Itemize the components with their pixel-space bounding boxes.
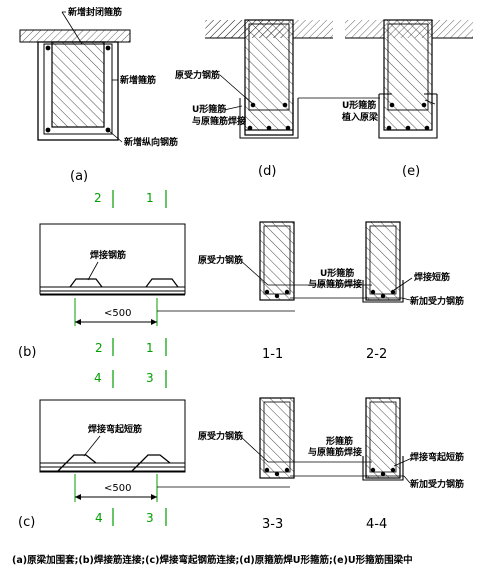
bent-bar-left	[57, 454, 97, 472]
label-weld-bent-bar-c: 焊接弯起短筋	[88, 423, 142, 435]
panel-a-label: (a)	[70, 169, 88, 184]
label-orig-main-bar-d: 原受力钢筋	[175, 69, 220, 81]
label-weld-short-bar-22: 焊接短筋	[414, 271, 450, 283]
label-new-longitudinal-bar: 新增纵向钢筋	[124, 136, 178, 148]
label-u-stirrup-weld-22: U形箍筋 与原箍筋焊接	[308, 267, 362, 290]
section-2-2-beam	[365, 221, 401, 301]
section-title-3-3: 3-3	[262, 517, 283, 532]
section-mark-3-top: 3	[146, 371, 154, 385]
section-title-1-1: 1-1	[262, 347, 283, 362]
section-mark-2-top: 2	[94, 191, 102, 205]
label-orig-main-bar-44: 原受力钢筋	[198, 430, 243, 442]
panel-d-label: (d)	[258, 164, 276, 179]
slab-a	[19, 29, 131, 43]
label-new-stirrup: 新增箍筋	[120, 74, 156, 86]
dimension-c: <500	[104, 483, 131, 494]
weld-bar-left	[69, 278, 103, 288]
original-beam-d	[244, 19, 294, 131]
bar-dot	[45, 127, 51, 133]
bent-bar-right	[131, 454, 171, 472]
section-1-1-beam	[259, 221, 295, 301]
section-title-4-4: 4-4	[366, 517, 387, 532]
sections-3-4: 原受力钢筋 形箍筋 与原箍筋焊接 焊接弯起短筋 新加受力钢筋 3-3 4-4	[198, 397, 464, 532]
figure-caption: (a)原梁加围套;(b)焊接筋连接;(c)焊接弯起钢筋连接;(d)原箍筋焊U形箍…	[12, 554, 413, 566]
label-u-stirrup-weld-d: U形箍筋 与原箍筋焊接	[192, 103, 246, 127]
u-stirrup-e	[378, 94, 438, 139]
detail-e: U形箍筋 植入原梁 (e)	[298, 19, 473, 179]
bar-dot	[105, 45, 111, 51]
panel-b-label: (b)	[18, 345, 36, 360]
section-mark-4-top: 4	[94, 371, 102, 385]
beam-elevation-b	[39, 223, 186, 295]
section-mark-2-bottom: 2	[95, 341, 103, 355]
detail-b: 2 1 焊接钢筋 <500 2 1 (b)	[18, 190, 295, 360]
label-new-closed-stirrup: 新增封闭箍筋	[68, 6, 122, 18]
original-beam-a	[51, 41, 105, 128]
panel-c-label: (c)	[18, 515, 35, 530]
section-mark-1-bottom: 1	[146, 341, 154, 355]
label-new-main-bar-22: 新加受力钢筋	[410, 295, 464, 307]
label-orig-main-bar-22: 原受力钢筋	[198, 254, 243, 266]
label-u-stirrup-anchor-e: U形箍筋 植入原梁	[341, 99, 379, 123]
section-mark-1-top: 1	[146, 191, 154, 205]
sections-1-2: 原受力钢筋 U形箍筋 与原箍筋焊接 焊接短筋 新加受力钢筋 1-1 2-2	[198, 221, 464, 362]
detail-c: 4 3 焊接弯起短筋 <500 4 3 (c)	[18, 370, 290, 530]
weld-bar-right	[145, 278, 179, 288]
section-4-4-beam	[365, 397, 401, 479]
beam-elevation-c	[39, 399, 186, 473]
detail-a: 新增封闭箍筋 新增箍筋 新增纵向钢筋 (a)	[19, 6, 178, 184]
panel-e-label: (e)	[402, 164, 420, 179]
label-new-main-bar-44: 新加受力钢筋	[410, 478, 464, 490]
section-mark-3-bottom: 3	[146, 511, 154, 525]
dimension-b: <500	[104, 308, 131, 319]
bar-dot	[45, 45, 51, 51]
section-title-2-2: 2-2	[366, 347, 387, 362]
new-closed-stirrup-a	[43, 43, 113, 135]
label-stirrup-weld-44: 形箍筋 与原箍筋焊接	[308, 435, 362, 458]
section-mark-4-bottom: 4	[95, 511, 103, 525]
section-3-3-beam	[259, 397, 295, 479]
label-weld-short-bar-b: 焊接钢筋	[90, 249, 126, 261]
label-weld-bent-bar-44: 焊接弯起短筋	[410, 451, 464, 463]
detail-d: 原受力钢筋 U形箍筋 与原箍筋焊接 (d)	[175, 19, 333, 179]
original-beam-e	[383, 19, 433, 131]
u-stirrup-d	[244, 98, 294, 136]
